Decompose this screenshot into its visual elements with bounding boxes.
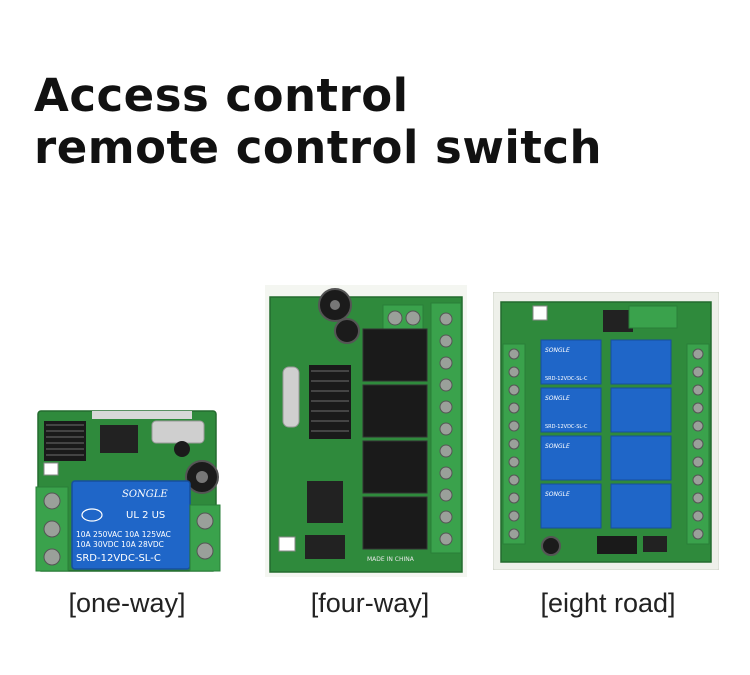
relay-rating-1: 10A 250VAC 10A 125VAC bbox=[76, 530, 171, 539]
eight-road-caption: [eight road] bbox=[540, 588, 676, 618]
antenna-coil bbox=[44, 421, 86, 461]
relay-brand-1: SONGLE bbox=[545, 347, 570, 354]
one-way-board-photo: SONGLE UL 2 US 10A 250VAC 10A 125VAC 10A… bbox=[32, 405, 222, 575]
relay-model-1: SRD-12VDC-SL-C bbox=[545, 376, 588, 382]
relay-brand-2: SONGLE bbox=[545, 395, 570, 402]
relay-brand-3: SONGLE bbox=[545, 443, 570, 450]
relay-model: SRD-12VDC-SL-C bbox=[76, 553, 161, 564]
four-way-caption: [four-way] bbox=[310, 588, 430, 618]
four-way-board-photo: MADE IN CHINA bbox=[265, 285, 467, 577]
relay: SONGLE UL 2 US 10A 250VAC 10A 125VAC 10A… bbox=[71, 480, 191, 570]
relay-model-2: SRD-12VDC-SL-C bbox=[545, 424, 588, 430]
one-way-caption: [one-way] bbox=[68, 588, 186, 618]
terminal-block-left bbox=[35, 486, 69, 572]
title-line-1: Access control bbox=[34, 69, 409, 122]
relays-four bbox=[362, 328, 428, 550]
relay-rating-2: 10A 30VDC 10A 28VDC bbox=[76, 540, 164, 549]
relay-brand-4: SONGLE bbox=[545, 491, 570, 498]
svg-text:UL 2 US: UL 2 US bbox=[126, 510, 165, 521]
terminal-strip-right bbox=[430, 302, 462, 554]
eight-road-board-photo: SONGLE SRD-12VDC-SL-C SONGLE SRD-12VDC-S… bbox=[493, 292, 719, 570]
title-line-2: remote control switch bbox=[34, 121, 603, 174]
terminal-block-right bbox=[189, 504, 221, 572]
page-title: Access control remote control switch bbox=[34, 70, 602, 174]
board-text: MADE IN CHINA bbox=[367, 556, 415, 563]
relay-brand: SONGLE bbox=[122, 489, 168, 500]
capacitor bbox=[185, 460, 219, 494]
relays-eight bbox=[540, 339, 672, 529]
